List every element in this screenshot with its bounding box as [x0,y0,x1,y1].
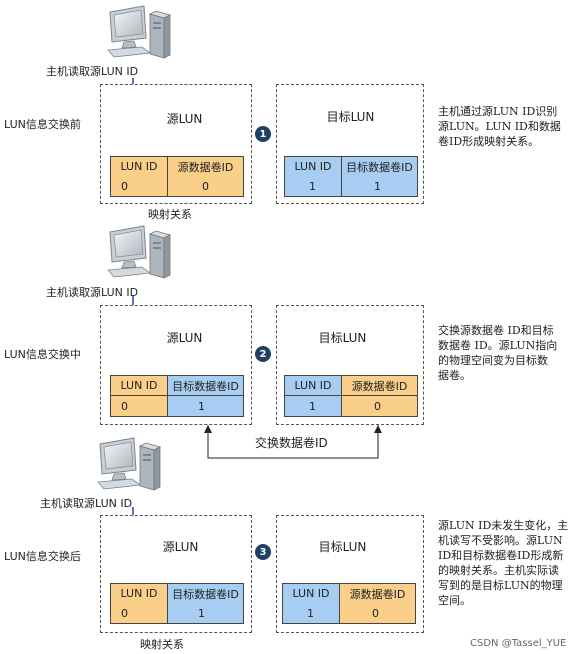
note-line: 的物理空间变为目标数 [438,354,548,367]
host-computer-icon [97,437,161,491]
target-mapping-table: LUN ID 源数据卷ID [284,375,418,396]
stage-label: LUN信息交换后 [4,550,81,563]
source-lun-label: 源LUN [162,540,199,554]
lun-id-value: 0 [110,603,168,624]
source-lun-label: 源LUN [166,331,203,345]
volume-id-value: 0 [168,176,244,197]
note-line: 源LUN ID未发生变化，主 [438,519,569,532]
note-line: 源LUN。LUN ID和数据 [438,120,561,133]
swap-bracket [207,424,379,459]
note-line: 交换源数据卷 ID和目标 [438,324,554,337]
note-line: 据卷。 [438,369,471,382]
lun-id-header: LUN ID [110,375,168,396]
target-lun-label: 目标LUN [326,110,375,124]
note-line: 的映射关系。主机实际读 [438,564,559,577]
volume-id-value: 0 [340,603,416,624]
lun-id-header: LUN ID [284,156,342,177]
mapping-caption: 映射关系 [140,638,184,651]
target-mapping-table: LUN ID 源数据卷ID [282,583,416,604]
lun-id-header: LUN ID [110,156,168,177]
stage-label: LUN信息交换中 [4,348,81,361]
host-computer-icon [107,225,171,279]
mapping-caption: 映射关系 [148,208,192,221]
lun-id-value: 0 [110,176,168,197]
step-badge: 2 [255,346,271,362]
source-mapping-table: LUN ID 目标数据卷ID [110,375,244,396]
note-line: ID和目标数据卷ID形成新 [438,549,564,562]
volume-id-value: 1 [168,396,244,417]
volume-id-header: 源数据卷ID [340,583,416,604]
swap-label: 交换数据卷ID [255,436,328,450]
note-line: 机读写不受影响。源LUN [438,534,563,547]
step-badge: 1 [255,126,271,142]
lun-id-header: LUN ID [282,583,340,604]
lun-id-header: LUN ID [284,375,342,396]
target-lun-label: 目标LUN [318,540,367,554]
stage-label: LUN信息交换前 [4,118,81,131]
host-label: 主机读取源LUN ID [46,286,139,299]
note-line: 卷ID形成映射关系。 [438,135,540,148]
stage-note: 源LUN ID未发生变化，主 机读写不受影响。源LUN ID和目标数据卷ID形成… [438,518,568,608]
source-lun-label: 源LUN [166,112,203,126]
lun-id-value: 1 [282,603,340,624]
stage-note: 主机通过源LUN ID识别 源LUN。LUN ID和数据 卷ID形成映射关系。 [438,104,561,149]
stage-note: 交换源数据卷 ID和目标 数据卷 ID。源LUN指向 的物理空间变为目标数 据卷… [438,323,557,383]
watermark: CSDN @Tassel_YUE [470,638,567,649]
source-mapping-values: 0 0 [110,176,244,197]
volume-id-header: 目标数据卷ID [168,375,244,396]
note-line: 数据卷 ID。源LUN指向 [438,339,558,352]
lun-id-header: LUN ID [110,583,168,604]
volume-id-value: 1 [342,176,418,197]
lun-id-value: 1 [284,396,342,417]
volume-id-header: 源数据卷ID [342,375,418,396]
lun-id-value: 1 [284,176,342,197]
volume-id-header: 目标数据卷ID [342,156,418,177]
target-mapping-values: 1 0 [284,396,418,417]
host-computer-icon [107,5,171,59]
note-line: 主机通过源LUN ID识别 [438,105,558,118]
note-line: 空间。 [438,594,471,607]
step-badge: 3 [255,544,271,560]
source-mapping-table: LUN ID 源数据卷ID [110,156,244,177]
source-mapping-values: 0 1 [110,603,244,624]
lun-id-value: 0 [110,396,168,417]
target-lun-label: 目标LUN [318,331,367,345]
target-mapping-table: LUN ID 目标数据卷ID [284,156,418,177]
host-label: 主机读取源LUN ID [46,65,139,78]
volume-id-value: 0 [342,396,418,417]
volume-id-value: 1 [168,603,244,624]
source-mapping-table: LUN ID 目标数据卷ID [110,583,244,604]
source-mapping-values: 0 1 [110,396,244,417]
volume-id-header: 目标数据卷ID [168,583,244,604]
target-mapping-values: 1 0 [282,603,416,624]
volume-id-header: 源数据卷ID [168,156,244,177]
target-mapping-values: 1 1 [284,176,418,197]
host-label: 主机读取源LUN ID [40,497,133,510]
note-line: 写到的是目标LUN的物理 [438,579,563,592]
